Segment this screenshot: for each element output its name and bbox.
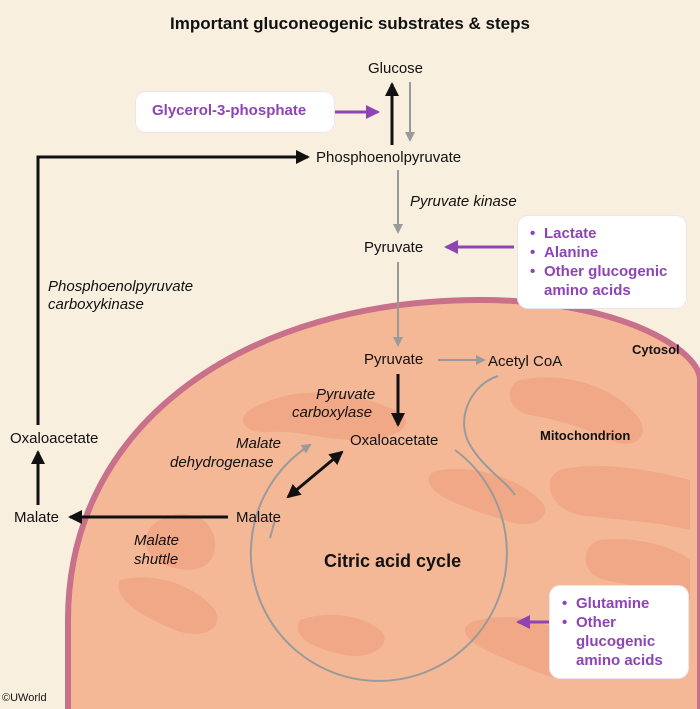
acetyl-coa-label: Acetyl CoA: [488, 353, 563, 370]
substrate-item: Other glucogenic amino acids: [530, 262, 684, 300]
mitochondrion: [65, 296, 700, 709]
malate-dehydrogenase-label-line1: Malate: [236, 435, 282, 452]
citric-acid-cycle-ring: [249, 443, 508, 682]
oxaloacetate-cytosol-label: Oxaloacetate: [10, 430, 99, 447]
pepck-label-line2: carboxykinase: [48, 296, 144, 313]
substrate-item: Other glucogenic amino acids: [562, 613, 684, 670]
mitochondrion-label: Mitochondrion: [540, 428, 631, 443]
glucose-label: Glucose: [368, 60, 424, 77]
pyruvate-carboxylase-label-line2: carboxylase: [292, 404, 373, 421]
pyruvate-mito-label: Pyruvate: [364, 351, 424, 368]
acetyl-coa-entry-arrow: [463, 375, 516, 496]
cytosol-label: Cytosol: [632, 342, 680, 357]
pyruvate-kinase-label: Pyruvate kinase: [410, 193, 517, 210]
malate-cytosol-label: Malate: [14, 509, 60, 526]
lactate-substrate-box: Lactate Alanine Other glucogenic amino a…: [518, 216, 686, 308]
pepck-label-line1: Phosphoenolpyruvate: [48, 278, 194, 295]
citric-acid-cycle-label: Citric acid cycle: [324, 551, 462, 571]
glutamine-substrate-box: Glutamine Other glucogenic amino acids: [550, 586, 688, 678]
phosphoenolpyruvate-label: Phosphoenolpyruvate: [316, 149, 462, 166]
malate-shuttle-label-line1: Malate: [134, 532, 180, 549]
diagram-title: Important gluconeogenic substrates & ste…: [170, 14, 530, 33]
glycerol-substrate-box: Glycerol-3-phosphate: [136, 92, 334, 132]
substrate-item: Glutamine: [562, 594, 680, 613]
copyright-label: ©UWorld: [2, 692, 47, 704]
malate-mito-label: Malate: [236, 509, 282, 526]
substrate-item: Lactate: [530, 224, 676, 243]
malate-shuttle-label-line2: shuttle: [134, 551, 179, 568]
glycerol-substrate-label: Glycerol-3-phosphate: [152, 102, 307, 119]
substrate-item: Alanine: [530, 243, 676, 262]
pyruvate-carboxylase-label-line1: Pyruvate: [316, 386, 376, 403]
malate-dehydrogenase-label-line2: dehydrogenase: [170, 454, 274, 471]
oxaloacetate-mito-label: Oxaloacetate: [350, 432, 439, 449]
pyruvate-cytosol-label: Pyruvate: [364, 239, 424, 256]
oaa-malate-reversible-arrow: [286, 450, 344, 499]
oaa-to-pep-arrow: [36, 150, 310, 425]
